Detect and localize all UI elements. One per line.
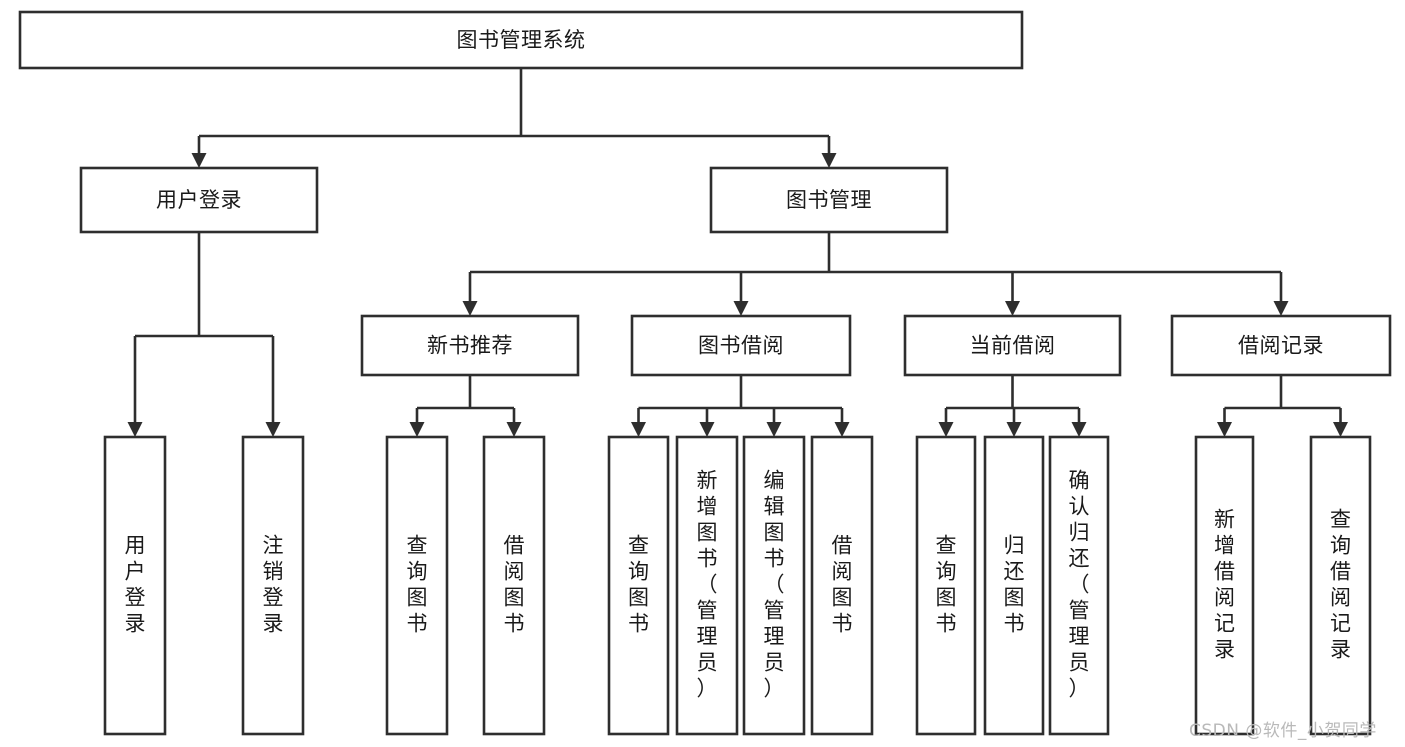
node-box — [607, 435, 670, 736]
arrow-head-icon — [409, 422, 425, 437]
edge-group-user-login — [127, 232, 281, 437]
node-label: 图书管理系统 — [457, 28, 586, 52]
node-label: 归还图书 — [1004, 534, 1025, 636]
node-label: 借阅图书 — [832, 534, 853, 636]
node-leaf-logout[interactable]: 注销登录 — [241, 435, 305, 736]
edge-group-new-book-rec — [409, 375, 522, 437]
node-label: 图书借阅 — [698, 334, 784, 358]
node-box — [903, 314, 1122, 377]
arrow-head-icon — [631, 422, 646, 437]
arrow-head-icon — [1006, 422, 1022, 437]
node-label: 新增借阅记录 — [1214, 508, 1235, 662]
node-current-borrow[interactable]: 当前借阅 — [903, 314, 1122, 377]
arrow-head-icon — [1333, 422, 1348, 437]
arrow-head-icon — [1005, 301, 1020, 316]
node-boxes-layer: 图书管理系统用户登录图书管理新书推荐图书借阅当前借阅借阅记录用户登录注销登录查询… — [18, 10, 1392, 736]
node-box — [983, 435, 1045, 736]
csdn-watermark: CSDN @软件_小贺同学 — [1189, 721, 1377, 741]
node-leaf-add-record[interactable]: 新增借阅记录 — [1194, 435, 1255, 736]
node-box — [709, 166, 949, 234]
node-box — [915, 435, 977, 736]
node-leaf-return-book[interactable]: 归还图书 — [983, 435, 1045, 736]
arrow-head-icon — [766, 422, 782, 437]
node-box — [1194, 435, 1255, 736]
arrow-head-icon — [1071, 422, 1087, 437]
arrow-head-icon — [265, 422, 281, 437]
node-label: 图书管理 — [786, 188, 872, 212]
edge-group-root — [191, 68, 837, 168]
node-user-login[interactable]: 用户登录 — [79, 166, 319, 234]
arrow-head-icon — [462, 301, 478, 316]
node-new-book-rec[interactable]: 新书推荐 — [360, 314, 580, 377]
arrow-head-icon — [938, 422, 954, 437]
node-label: 借阅记录 — [1238, 334, 1324, 358]
node-borrow-record[interactable]: 借阅记录 — [1170, 314, 1392, 377]
arrow-head-icon — [1273, 301, 1289, 316]
arrow-head-icon — [506, 422, 522, 437]
node-box — [630, 314, 852, 377]
node-box — [1170, 314, 1392, 377]
node-label: 新增图书（管理员） — [697, 469, 718, 701]
node-leaf-query-book-rec[interactable]: 查询图书 — [385, 435, 449, 736]
arrow-head-icon — [1217, 422, 1232, 437]
node-box — [675, 435, 739, 736]
node-root[interactable]: 图书管理系统 — [18, 10, 1024, 70]
node-book-borrow[interactable]: 图书借阅 — [630, 314, 852, 377]
node-label: 查询图书 — [407, 534, 428, 636]
node-leaf-query-book-cur[interactable]: 查询图书 — [915, 435, 977, 736]
node-label: 用户登录 — [125, 534, 146, 636]
node-label: 查询借阅记录 — [1330, 508, 1351, 662]
node-box — [385, 435, 449, 736]
edge-group-borrow-record — [1217, 375, 1348, 437]
arrow-head-icon — [733, 301, 749, 316]
node-label: 当前借阅 — [970, 334, 1056, 358]
node-leaf-add-book[interactable]: 新增图书（管理员） — [675, 435, 739, 736]
node-label: 借阅图书 — [504, 534, 525, 636]
edge-group-book-borrow — [631, 375, 850, 437]
node-label: 查询图书 — [936, 534, 957, 636]
node-leaf-user-login[interactable]: 用户登录 — [103, 435, 167, 736]
node-box — [18, 10, 1024, 70]
arrow-head-icon — [834, 422, 850, 437]
node-leaf-confirm-return[interactable]: 确认归还（管理员） — [1048, 435, 1110, 736]
node-book-manage[interactable]: 图书管理 — [709, 166, 949, 234]
node-box — [1048, 435, 1110, 736]
node-leaf-borrow-book[interactable]: 借阅图书 — [810, 435, 874, 736]
arrow-head-icon — [821, 153, 837, 168]
arrow-head-icon — [127, 422, 143, 437]
arrow-head-icon — [191, 153, 207, 168]
node-box — [103, 435, 167, 736]
node-label: 新书推荐 — [427, 334, 513, 358]
arrow-head-icon — [699, 422, 715, 437]
node-box — [79, 166, 319, 234]
node-box — [1309, 435, 1372, 736]
node-label: 编辑图书（管理员） — [764, 469, 785, 701]
node-box — [810, 435, 874, 736]
node-box — [742, 435, 806, 736]
node-label: 查询图书 — [628, 534, 649, 636]
connector-edges-layer — [127, 68, 1348, 437]
node-label: 用户登录 — [156, 188, 242, 212]
node-leaf-edit-book[interactable]: 编辑图书（管理员） — [742, 435, 806, 736]
node-box — [360, 314, 580, 377]
node-leaf-borrow-book-rec[interactable]: 借阅图书 — [482, 435, 546, 736]
node-label: 确认归还（管理员） — [1069, 469, 1090, 701]
edge-group-current-borrow — [938, 375, 1087, 437]
node-leaf-query-book[interactable]: 查询图书 — [607, 435, 670, 736]
node-box — [241, 435, 305, 736]
node-label: 注销登录 — [263, 534, 284, 636]
edge-group-book-manage — [462, 232, 1289, 316]
node-box — [482, 435, 546, 736]
node-leaf-query-record[interactable]: 查询借阅记录 — [1309, 435, 1372, 736]
